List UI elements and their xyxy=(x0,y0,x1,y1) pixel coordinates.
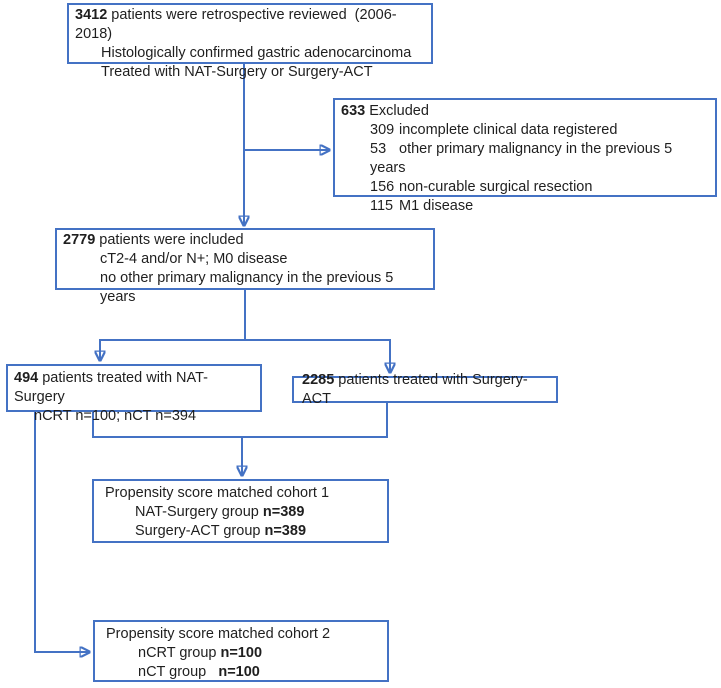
cohort2-nct-count: nCT group n=100 xyxy=(138,664,260,680)
box-surgery-act-group: 2285 patients treated with Surgery-ACT xyxy=(292,372,558,407)
included-line-stage: cT2-4 and/or N+; M0 disease xyxy=(100,251,288,267)
reviewed-line-treatment: Treated with NAT-Surgery or Surgery-ACT xyxy=(101,64,373,80)
box-patients-included: 2779 patients were included cT2-4 and/or… xyxy=(55,228,435,305)
nat-line-total: 494 patients treated with NAT-Surgery xyxy=(14,370,208,405)
excluded-header: 633 Excluded xyxy=(341,103,429,119)
reviewed-line-total: 3412 patients were retrospective reviewe… xyxy=(75,7,397,42)
box-matched-cohort-2: Propensity score matched cohort 2 nCRT g… xyxy=(93,620,389,682)
cohort1-title: Propensity score matched cohort 1 xyxy=(105,485,330,501)
act-line-total: 2285 patients treated with Surgery-ACT xyxy=(302,371,528,407)
included-line-total: 2779 patients were included xyxy=(63,232,244,248)
reviewed-line-histology: Histologically confirmed gastric adenoca… xyxy=(101,45,412,61)
nat-line-subgroups: nCRT n=100; nCT n=394 xyxy=(34,408,197,424)
included-line-criteria: no other primary malignancy in the previ… xyxy=(100,270,398,305)
cohort1-act-count: Surgery-ACT group n=389 xyxy=(135,523,307,539)
cohort1-nat-count: NAT-Surgery group n=389 xyxy=(135,504,305,520)
cohort2-ncrt-count: nCRT group n=100 xyxy=(138,645,263,661)
box-nat-surgery-group: 494 patients treated with NAT-Surgery nC… xyxy=(6,364,262,424)
box-patients-reviewed: 3412 patients were retrospective reviewe… xyxy=(67,3,433,80)
box-matched-cohort-1: Propensity score matched cohort 1 NAT-Su… xyxy=(92,479,389,543)
cohort2-title: Propensity score matched cohort 2 xyxy=(106,626,331,642)
